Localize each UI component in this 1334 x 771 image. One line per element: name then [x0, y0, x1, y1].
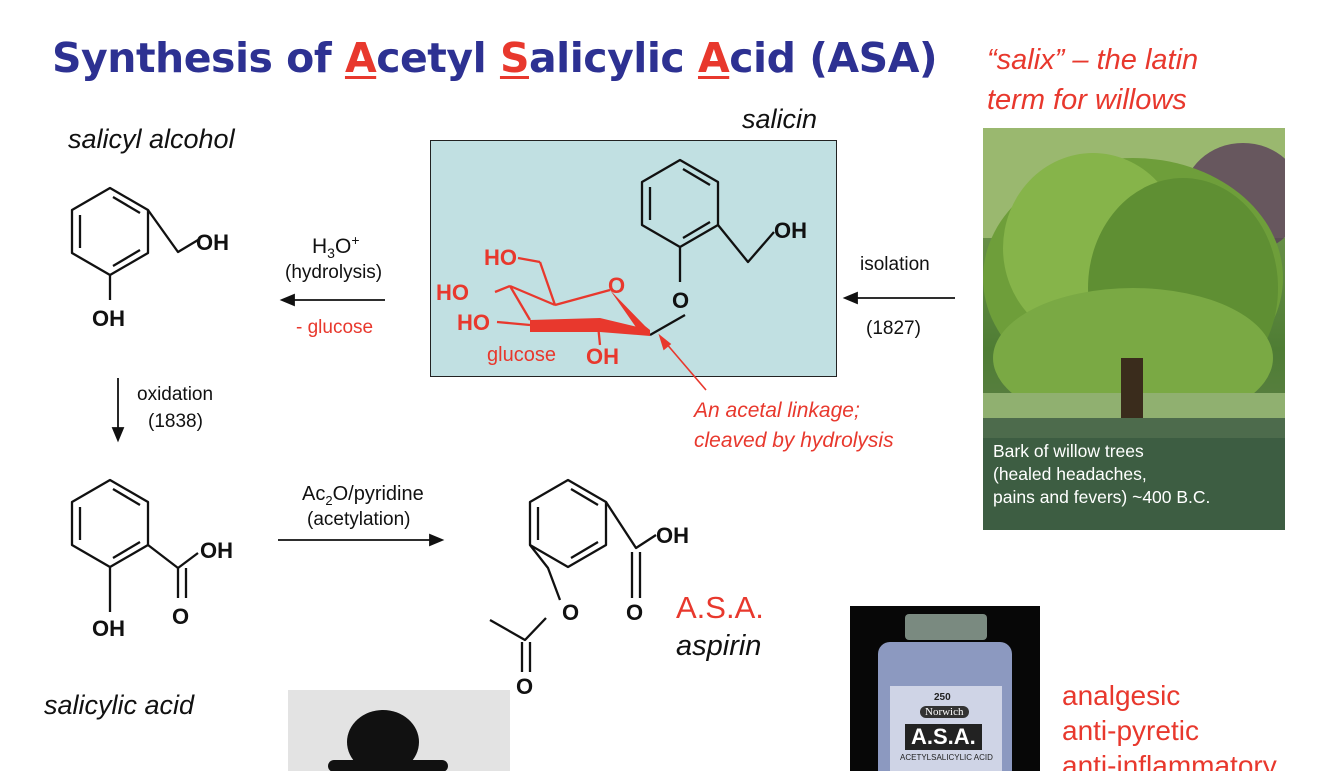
acetylation-label: (acetylation)	[307, 509, 411, 530]
glucose-ring-o: O	[608, 273, 626, 298]
aspirin-carbonyl-o: O	[626, 600, 644, 625]
salicylic-acid-oh: OH	[200, 538, 233, 563]
aspirin-oh: OH	[656, 523, 689, 548]
aspirin-name: aspirin	[676, 630, 762, 662]
bottle-label: A.S.A.	[905, 724, 982, 750]
salicin-box	[430, 140, 837, 377]
salicylic-acid-carbonyl-o: O	[172, 604, 190, 629]
salicyl-alcohol-label: salicyl alcohol	[68, 124, 235, 154]
salicylic-acid-phenol-oh: OH	[92, 616, 125, 641]
salicin-glycosidic-o: O	[672, 288, 690, 313]
salix-note: “salix” – the latin term for willows	[987, 44, 1199, 116]
glucose-oh-bottom: OH	[586, 344, 619, 369]
use-item: analgesic	[1062, 680, 1181, 711]
glucose-ho-mid: HO	[436, 280, 469, 305]
salicin-label: salicin	[742, 104, 818, 134]
aspirin-ester-o: O	[562, 600, 580, 625]
bottle-count: 250	[934, 692, 951, 703]
bowler-hat-man-photo	[288, 690, 510, 771]
salicyl-alcohol-ch2oh: OH	[196, 230, 229, 255]
use-item: anti-inflammatory	[1062, 750, 1277, 771]
acetylation-reagent: Ac2O/pyridine	[302, 483, 424, 508]
oxidation-label: oxidation	[137, 384, 214, 405]
uses-list: analgesic anti-pyretic anti-inflammatory	[1062, 678, 1334, 771]
hydrolysis-reagent: H3O+	[312, 232, 360, 262]
glucose-ho-low: HO	[457, 310, 490, 335]
isolation-label: isolation	[860, 254, 930, 275]
bottle-fine-print: ACETYLSALICYLIC ACID	[900, 753, 993, 762]
glucose-label: glucose	[487, 344, 556, 366]
willow-tree-photo: Bark of willow trees (healed headaches, …	[983, 128, 1285, 530]
salicylic-acid-label: salicylic acid	[44, 690, 195, 720]
bottle-brand: Norwich	[920, 706, 969, 718]
asa-bottle-photo: 250 Norwich A.S.A. ACETYLSALICYLIC ACID	[850, 606, 1040, 771]
isolation-year: (1827)	[866, 318, 921, 339]
asa-abbreviation: A.S.A.	[676, 590, 764, 625]
salicyl-alcohol-phenol-oh: OH	[92, 306, 125, 331]
hydrolysis-label: (hydrolysis)	[285, 262, 383, 283]
glucose-ho-top: HO	[484, 245, 517, 270]
use-item: anti-pyretic	[1062, 715, 1199, 746]
glucose-byproduct: - glucose	[296, 317, 374, 338]
slide-title: Synthesis of Acetyl Salicylic Acid (ASA)	[52, 34, 938, 82]
willow-caption: Bark of willow trees (healed headaches, …	[993, 441, 1211, 507]
oxidation-year: (1838)	[148, 411, 203, 432]
aspirin-acetyl-o: O	[516, 674, 534, 699]
salicin-oh: OH	[774, 218, 807, 243]
acetal-linkage-note: An acetal linkage; cleaved by hydrolysis	[694, 399, 894, 452]
